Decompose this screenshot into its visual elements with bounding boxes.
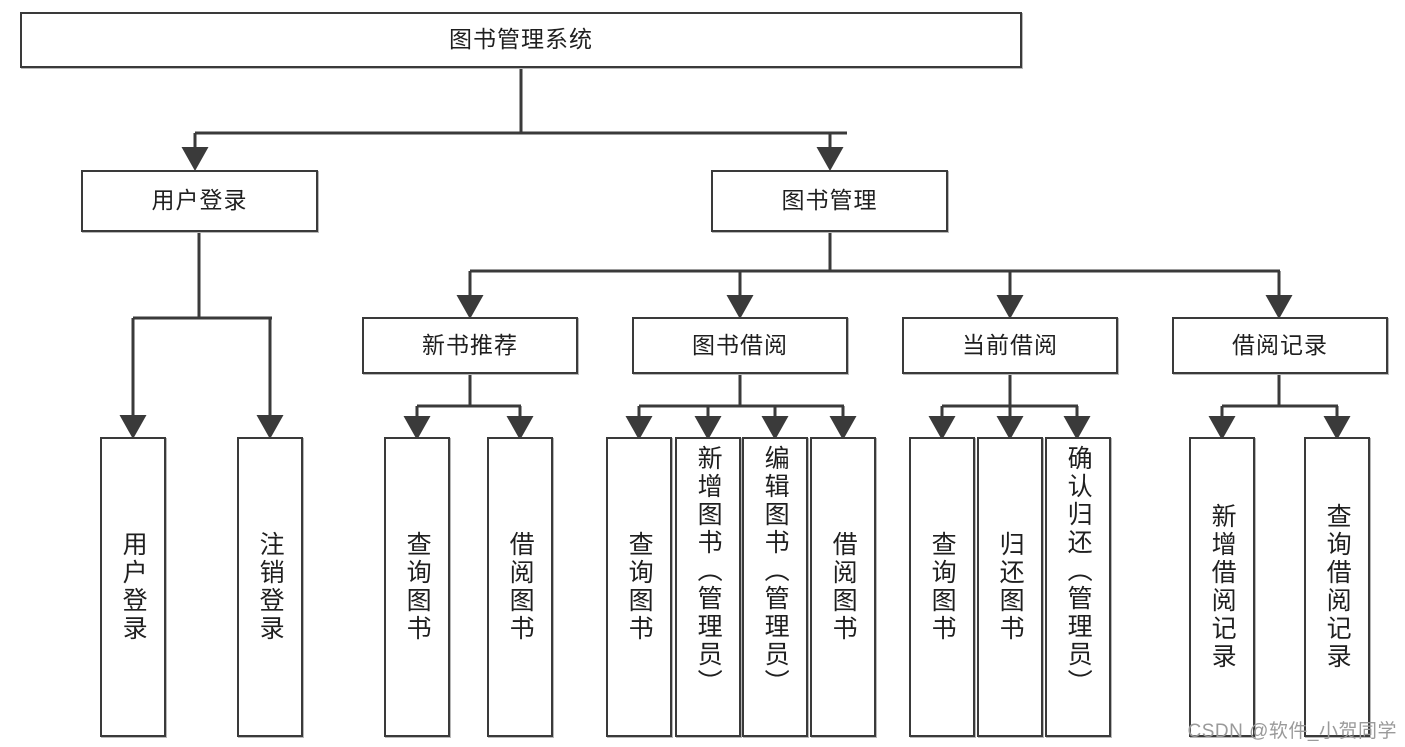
leaf-borrow-edit-book-admin[interactable]: 编辑图书（管理员） bbox=[742, 437, 808, 737]
node-user-login[interactable]: 用户登录 bbox=[81, 170, 318, 232]
leaf-borrow-borrow-book[interactable]: 借阅图书 bbox=[810, 437, 876, 737]
node-label: 图书借阅 bbox=[692, 331, 788, 358]
leaf-borrow-add-book-admin[interactable]: 新增图书（管理员） bbox=[675, 437, 741, 737]
leaf-record-query-borrow-record[interactable]: 查询借阅记录 bbox=[1304, 437, 1370, 737]
node-label: 用户登录 bbox=[119, 531, 148, 643]
node-current-borrow[interactable]: 当前借阅 bbox=[902, 317, 1118, 374]
node-borrow-record[interactable]: 借阅记录 bbox=[1172, 317, 1388, 374]
node-label: 新增借阅记录 bbox=[1208, 503, 1237, 671]
node-label: 查询借阅记录 bbox=[1323, 503, 1352, 671]
leaf-current-query-book[interactable]: 查询图书 bbox=[909, 437, 975, 737]
node-label: 借阅记录 bbox=[1232, 331, 1328, 358]
node-label: 当前借阅 bbox=[962, 331, 1058, 358]
node-label: 新书推荐 bbox=[422, 331, 518, 358]
leaf-logout[interactable]: 注销登录 bbox=[237, 437, 303, 737]
node-label: 图书管理 bbox=[781, 187, 878, 214]
leaf-record-add-borrow-record[interactable]: 新增借阅记录 bbox=[1189, 437, 1255, 737]
node-label: 确认归还（管理员） bbox=[1064, 445, 1093, 697]
leaf-new-book-borrow-book[interactable]: 借阅图书 bbox=[487, 437, 553, 737]
node-label: 借阅图书 bbox=[506, 531, 535, 643]
leaf-new-book-query-book[interactable]: 查询图书 bbox=[384, 437, 450, 737]
node-label: 归还图书 bbox=[996, 531, 1025, 643]
node-label: 新增图书（管理员） bbox=[694, 445, 723, 697]
leaf-current-confirm-return-admin[interactable]: 确认归还（管理员） bbox=[1045, 437, 1111, 737]
node-label: 借阅图书 bbox=[829, 531, 858, 643]
leaf-borrow-query-book[interactable]: 查询图书 bbox=[606, 437, 672, 737]
node-book-management[interactable]: 图书管理 bbox=[711, 170, 948, 232]
node-label: 编辑图书（管理员） bbox=[761, 445, 790, 697]
watermark-text: CSDN @软件_小贺同学 bbox=[1187, 721, 1397, 742]
node-label: 图书管理系统 bbox=[449, 26, 593, 53]
leaf-current-return-book[interactable]: 归还图书 bbox=[977, 437, 1043, 737]
node-label: 查询图书 bbox=[403, 531, 432, 643]
node-book-borrow[interactable]: 图书借阅 bbox=[632, 317, 848, 374]
node-label: 查询图书 bbox=[928, 531, 957, 643]
node-new-book-recommend[interactable]: 新书推荐 bbox=[362, 317, 578, 374]
node-label: 查询图书 bbox=[625, 531, 654, 643]
node-root-book-management-system[interactable]: 图书管理系统 bbox=[20, 12, 1022, 68]
leaf-user-login[interactable]: 用户登录 bbox=[100, 437, 166, 737]
node-label: 注销登录 bbox=[256, 531, 285, 643]
node-label: 用户登录 bbox=[151, 187, 248, 214]
